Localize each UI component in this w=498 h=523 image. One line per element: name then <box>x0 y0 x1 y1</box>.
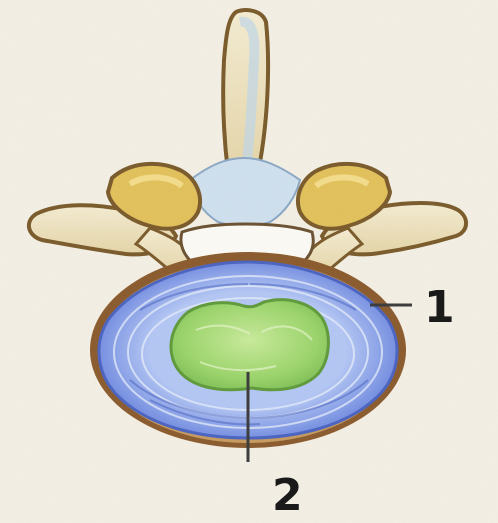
diagram-canvas: 1 2 <box>0 0 498 523</box>
paper-grain <box>0 0 498 523</box>
vertebra-disc-illustration: 1 2 <box>0 0 498 523</box>
